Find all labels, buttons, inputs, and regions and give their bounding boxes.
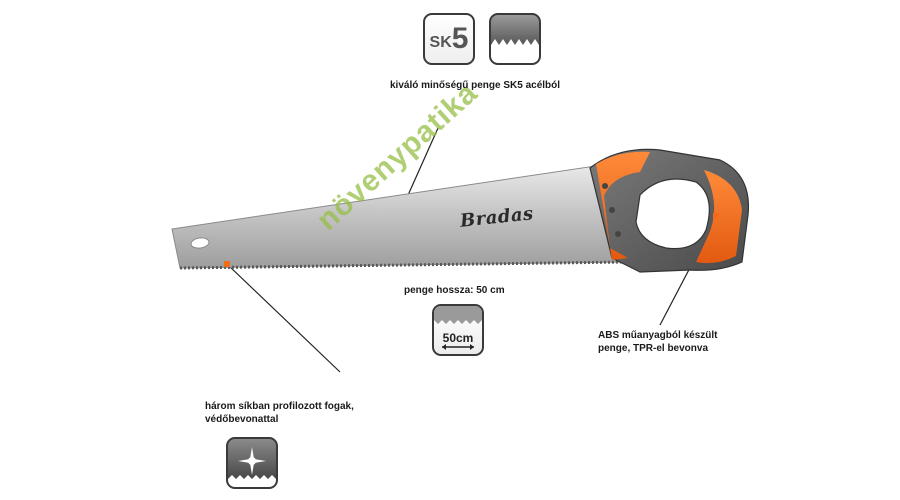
coated-teeth-icon	[226, 437, 278, 489]
feature-quality-label: kiváló minőségű penge SK5 acélból	[390, 80, 561, 91]
feature-handle-line1: ABS műanyagból készült	[598, 330, 718, 341]
saw-handle	[589, 148, 750, 273]
saw-teeth-icon	[489, 13, 541, 65]
sk5-steel-icon: SK 5	[423, 13, 475, 65]
blade-length-icon-text: 50cm	[442, 331, 474, 345]
blade-length-icon: 50cm	[432, 304, 484, 356]
marker-teeth	[224, 261, 230, 267]
sk5-icon-big-text: 5	[451, 22, 469, 55]
feature-handle-line2: penge, TPR-el bevonva	[598, 343, 709, 354]
marker-handle	[713, 213, 719, 219]
feature-handle-label: ABS műanyagból készült penge, TPR-el bev…	[598, 329, 717, 355]
feature-teeth-line1: három síkban profilozott fogak,	[205, 401, 354, 412]
saw-blade	[171, 164, 627, 270]
blade-hang-hole	[190, 237, 210, 249]
feature-teeth-line2: védőbevonattal	[205, 414, 279, 425]
feature-teeth-label: három síkban profilozott fogak, védőbevo…	[205, 400, 354, 426]
feature-length-label: penge hossza: 50 cm	[404, 285, 505, 296]
leader-line-teeth	[227, 264, 341, 373]
sk5-icon-small-text: SK	[429, 34, 452, 51]
